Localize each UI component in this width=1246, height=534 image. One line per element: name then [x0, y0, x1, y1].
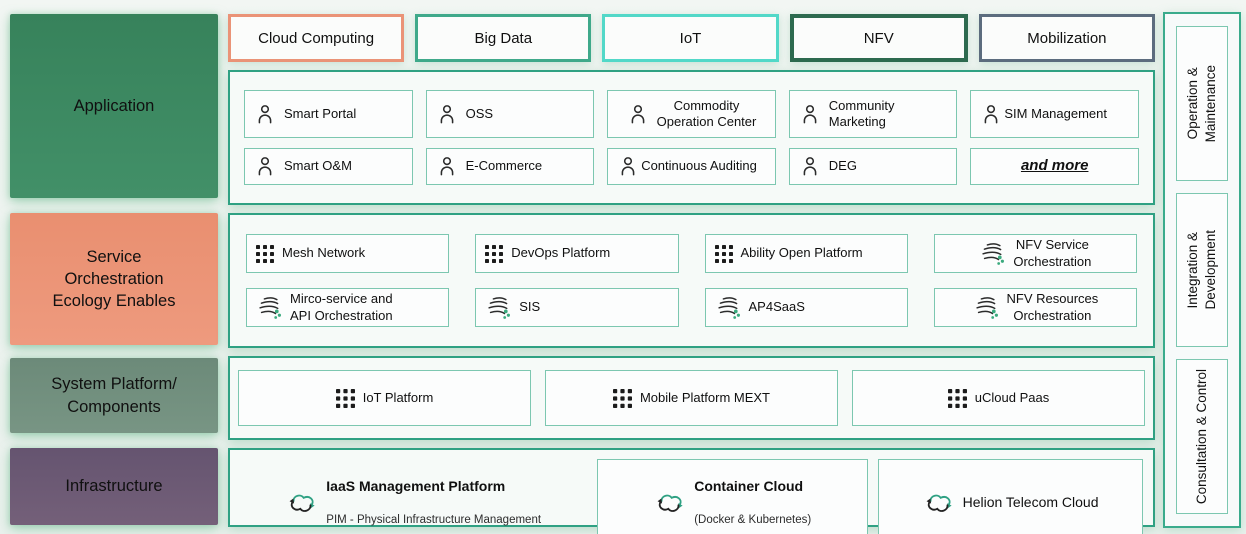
rail-item-operation-maintenance: Operation & Maintenance [1176, 26, 1228, 181]
svc-item-label: SIS [519, 299, 541, 315]
grid-icon [485, 244, 504, 263]
svc-item-sis: SIS [475, 288, 679, 327]
cloud-sync-icon [654, 490, 686, 516]
orchestration-icon [485, 295, 511, 321]
app-item-label: Community Marketing [828, 97, 895, 129]
service-orchestration-row-panel: Mesh Network DevOps Platform Ability Ope… [228, 213, 1155, 348]
app-item-label: Smart Portal [284, 105, 357, 121]
rail-item-integration-development: Integration & Development [1176, 192, 1228, 348]
inf-item-title: IaaS Management Platform [326, 478, 506, 495]
app-item-label: Smart O&M [284, 158, 352, 174]
svc-item-label: DevOps Platform [511, 245, 611, 261]
inf-item-helion-telecom-cloud: Helion Telecom Cloud [878, 459, 1143, 534]
app-item-label: Continuous Auditing [641, 158, 757, 174]
right-rail-panel: Operation & Maintenance Integration & De… [1163, 12, 1241, 528]
app-item-smart-om: Smart O&M [244, 147, 413, 185]
rail-item-label: Operation & Maintenance [1184, 64, 1218, 142]
svc-item-devops-platform: DevOps Platform [475, 234, 679, 273]
app-item-smart-portal: Smart Portal [244, 90, 413, 138]
tab-nfv: NFV [789, 14, 968, 62]
sys-item-mobile-platform-mext: Mobile Platform MEXT [545, 370, 838, 426]
person-icon [799, 155, 821, 177]
person-icon [627, 103, 649, 125]
cloud-sync-icon [923, 490, 955, 516]
layer-label-system-platform: System Platform/ Components [10, 358, 218, 433]
system-platform-row-panel: IoT Platform Mobile Platform MEXT uCloud… [228, 356, 1155, 440]
inf-item-container-cloud: Container Cloud (Docker & Kubernetes) [597, 459, 869, 534]
svc-item-nfv-resources-orchestration: NFV Resources Orchestration [933, 288, 1137, 327]
svc-item-label: Mesh Network [282, 245, 366, 261]
svc-item-label: NFV Resources Orchestration [1006, 291, 1099, 323]
svc-item-microservice-api-orchestration: Mirco-service and API Orchestration [246, 288, 450, 327]
grid-icon [714, 244, 733, 263]
app-item-and-more: and more [970, 147, 1139, 185]
grid-icon [335, 388, 355, 408]
grid-icon [256, 244, 274, 263]
orchestration-icon [256, 295, 282, 321]
app-item-label: Commodity Operation Center [656, 97, 757, 129]
app-item-continuous-auditing: Continuous Auditing [607, 147, 776, 185]
person-icon [799, 103, 821, 125]
person-icon [617, 155, 639, 177]
tab-iot: IoT [602, 14, 779, 62]
app-item-community-marketing: Community Marketing [788, 90, 958, 138]
sys-item-label: Mobile Platform MEXT [639, 389, 771, 405]
infrastructure-row-panel: IaaS Management Platform PIM - Physical … [228, 448, 1155, 534]
grid-icon [612, 388, 632, 408]
layer-label-service-orchestration: Service Orchestration Ecology Enables [10, 213, 218, 345]
inf-item-subtitle: (Docker & Kubernetes) [694, 514, 812, 526]
orchestration-icon [973, 295, 999, 321]
tab-cloud-computing: Cloud Computing [228, 14, 405, 62]
svc-item-ability-open-platform: Ability Open Platform [704, 234, 908, 273]
inf-item-title: Helion Telecom Cloud [962, 494, 1099, 511]
layer-label-infrastructure: Infrastructure [10, 448, 218, 525]
technology-tabs: Cloud Computing Big Data IoT NFV Mobiliz… [228, 14, 1156, 62]
sys-item-label: IoT Platform [362, 389, 434, 405]
infrastructure-grid: IaaS Management Platform PIM - Physical … [230, 450, 1153, 534]
rail-item-label: Integration & Development [1184, 230, 1218, 310]
service-orchestration-grid: Mesh Network DevOps Platform Ability Ope… [230, 215, 1153, 346]
tab-big-data: Big Data [415, 14, 592, 62]
grid-icon [947, 388, 967, 408]
rail-item-consultation-control: Consultation & Control [1176, 359, 1228, 515]
system-platform-grid: IoT Platform Mobile Platform MEXT uCloud… [230, 358, 1153, 438]
svc-item-label: AP4SaaS [748, 299, 805, 315]
app-item-label: DEG [828, 158, 857, 174]
person-icon [436, 155, 458, 177]
and-more-label: and more [1020, 157, 1089, 174]
app-item-commodity-operation-center: Commodity Operation Center [607, 90, 776, 138]
cloud-sync-icon [286, 490, 318, 516]
app-item-sim-management: SIM Management [970, 90, 1139, 138]
person-icon [254, 103, 276, 125]
inf-item-title: Container Cloud [694, 478, 804, 495]
svc-item-mesh-network: Mesh Network [246, 234, 450, 273]
app-item-oss: OSS [425, 90, 595, 138]
orchestration-icon [979, 241, 1006, 267]
svc-item-label: Ability Open Platform [740, 245, 863, 261]
tab-mobilization: Mobilization [978, 14, 1156, 62]
inf-item-subtitle: PIM - Physical Infrastructure Management [326, 514, 542, 526]
app-item-deg: DEG [788, 147, 958, 185]
person-icon [980, 103, 1002, 125]
app-item-label: OSS [465, 105, 494, 121]
layer-label-application: Application [10, 14, 218, 198]
app-item-label: SIM Management [1004, 105, 1107, 121]
application-row-panel: Smart Portal OSS Commodity Operation Cen… [228, 70, 1155, 205]
application-grid: Smart Portal OSS Commodity Operation Cen… [230, 72, 1153, 203]
sys-item-label: uCloud Paas [974, 389, 1050, 405]
sys-item-iot-platform: IoT Platform [238, 370, 531, 426]
inf-item-iaas-management-platform: IaaS Management Platform PIM - Physical … [240, 459, 587, 534]
app-item-label: E-Commerce [465, 158, 543, 174]
svc-item-ap4saas: AP4SaaS [704, 288, 908, 327]
svc-item-nfv-service-orchestration: NFV Service Orchestration [933, 234, 1137, 273]
sys-item-ucloud-paas: uCloud Paas [852, 370, 1145, 426]
app-item-e-commerce: E-Commerce [425, 147, 595, 185]
svc-item-label: Mirco-service and API Orchestration [290, 291, 393, 323]
svc-item-label: NFV Service Orchestration [1013, 237, 1092, 269]
person-icon [254, 155, 276, 177]
orchestration-icon [715, 295, 741, 321]
rail-item-label: Consultation & Control [1193, 369, 1209, 505]
person-icon [436, 103, 458, 125]
